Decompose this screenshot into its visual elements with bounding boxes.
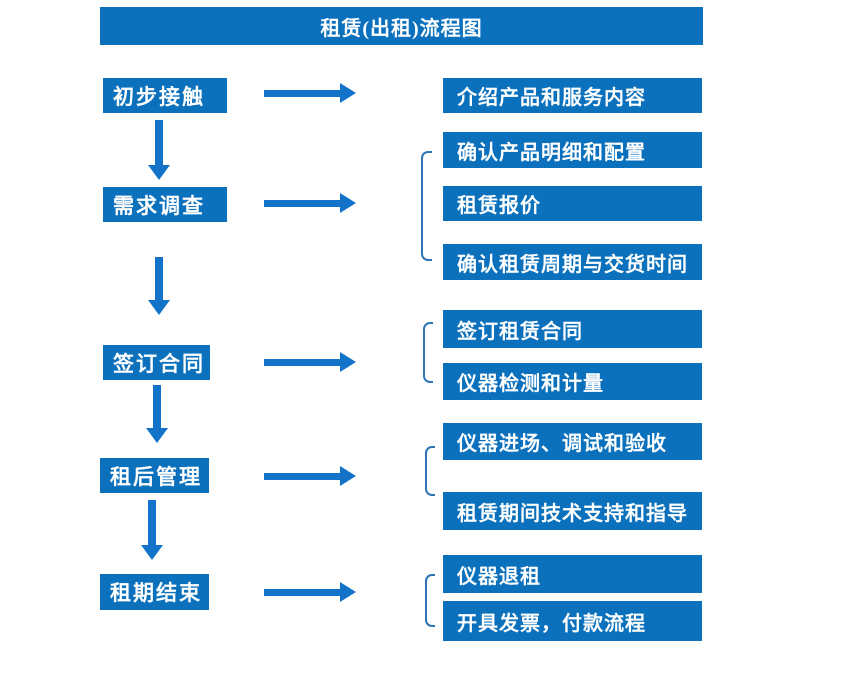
group-bracket-sign-contract	[423, 322, 433, 383]
step-box-demand-survey: 需求调查	[103, 187, 227, 222]
arrow-shaft	[148, 500, 156, 545]
arrow-head-icon	[340, 193, 356, 213]
output-box-instrument-return: 仪器退租	[443, 555, 702, 593]
arrow-shaft	[155, 257, 163, 300]
arrow-down-3	[146, 385, 168, 443]
arrow-right-2	[264, 193, 356, 213]
arrow-shaft	[264, 358, 340, 366]
arrow-down-1	[148, 120, 170, 180]
output-box-instrument-testing: 仪器检测和计量	[443, 363, 702, 400]
step-box-initial-contact: 初步接触	[103, 78, 227, 113]
arrow-head-icon	[148, 165, 170, 180]
arrow-shaft	[264, 472, 340, 480]
arrow-head-icon	[340, 582, 356, 602]
arrow-shaft	[153, 385, 161, 428]
arrow-shaft	[264, 199, 340, 207]
group-bracket-rental-end	[425, 574, 435, 627]
group-bracket-post-rental	[425, 446, 435, 496]
output-box-sign-rental-contract: 签订租赁合同	[443, 310, 702, 348]
output-box-confirm-rental-period: 确认租赁周期与交货时间	[443, 244, 702, 280]
arrow-right-5	[264, 582, 356, 602]
group-bracket-demand-survey	[421, 151, 432, 261]
arrow-shaft	[264, 89, 340, 97]
arrow-right-3	[264, 352, 356, 372]
step-box-sign-contract: 签订合同	[103, 345, 210, 380]
arrow-head-icon	[340, 352, 356, 372]
arrow-head-icon	[340, 83, 356, 103]
arrow-right-1	[264, 83, 356, 103]
arrow-head-icon	[141, 545, 163, 560]
output-box-rental-quote: 租赁报价	[443, 186, 702, 221]
output-box-instrument-entry: 仪器进场、调试和验收	[443, 423, 702, 460]
arrow-down-2	[148, 257, 170, 315]
arrow-down-4	[141, 500, 163, 560]
arrow-shaft	[264, 588, 340, 596]
output-box-technical-support: 租赁期间技术支持和指导	[443, 492, 702, 530]
arrow-right-4	[264, 466, 356, 486]
arrow-head-icon	[146, 428, 168, 443]
output-box-confirm-product-details: 确认产品明细和配置	[443, 132, 702, 168]
step-box-post-rental-management: 租后管理	[100, 458, 209, 493]
output-box-invoice-payment: 开具发票，付款流程	[443, 601, 702, 641]
step-box-rental-end: 租期结束	[100, 574, 209, 610]
flowchart-title: 租赁(出租)流程图	[100, 7, 703, 45]
arrow-shaft	[155, 120, 163, 165]
output-box-introduce-products: 介绍产品和服务内容	[443, 78, 702, 113]
arrow-head-icon	[340, 466, 356, 486]
arrow-head-icon	[148, 300, 170, 315]
